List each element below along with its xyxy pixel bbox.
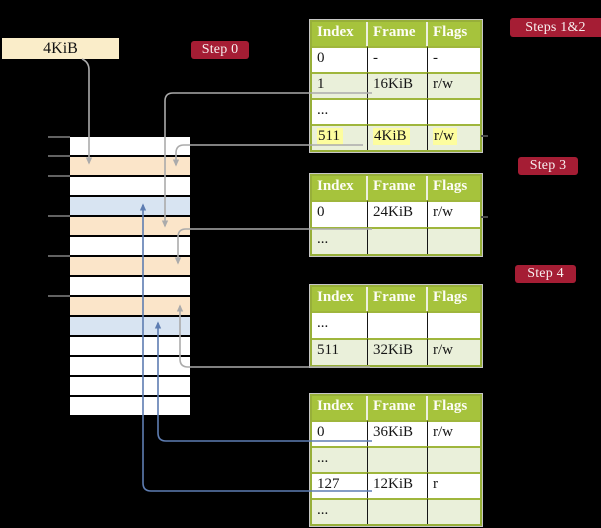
column-header-frame: Frame (368, 287, 428, 311)
memory-row-3-white (70, 177, 190, 195)
frame-size-label: 4KiB (43, 39, 78, 57)
table-cell: ... (312, 446, 368, 472)
column-header-flags: Flags (428, 396, 480, 420)
frame-size-box: 4KiB (2, 38, 119, 59)
column-header-flags: Flags (428, 287, 480, 311)
memory-row-2-peach (70, 157, 190, 175)
highlighted-value: 4KiB (373, 128, 410, 145)
memory-column (70, 137, 190, 415)
badge-step-3: Step 3 (518, 157, 578, 175)
table-cell: 36KiB (368, 420, 428, 446)
table-cell: 12KiB (368, 472, 428, 498)
column-header-index: Index (312, 287, 368, 311)
table-cell: ... (312, 98, 368, 124)
table-cell: r/w (428, 338, 480, 365)
memory-row-5-peach (70, 217, 190, 235)
column-header-index: Index (312, 396, 368, 420)
table-cell (428, 446, 480, 472)
table-cell: r/w (428, 420, 480, 446)
highlighted-value: r/w (433, 128, 457, 145)
memory-row-8-white (70, 277, 190, 295)
memory-row-10-blue (70, 317, 190, 335)
table-cell: 16KiB (368, 72, 428, 98)
table-cell (428, 498, 480, 524)
memory-row-4-blue (70, 197, 190, 215)
table-cell: ... (312, 227, 368, 254)
memory-row-6-white (70, 237, 190, 255)
table-cell: 127 (312, 472, 368, 498)
memory-row-9-peach (70, 297, 190, 315)
memory-row-13-white (70, 377, 190, 395)
table-cell (368, 446, 428, 472)
table-cell (368, 227, 428, 254)
table-cell: 32KiB (368, 338, 428, 365)
table-cell: r/w (428, 124, 480, 150)
memory-row-1-white (70, 137, 190, 155)
column-header-index: Index (312, 22, 368, 46)
column-header-flags: Flags (428, 22, 480, 46)
column-header-flags: Flags (428, 176, 480, 200)
column-header-frame: Frame (368, 176, 428, 200)
badge-step-0: Step 0 (191, 41, 249, 59)
table-cell: 1 (312, 72, 368, 98)
badge-steps-1-2: Steps 1&2 (510, 18, 601, 37)
table-cell (368, 498, 428, 524)
memory-row-11-white (70, 337, 190, 355)
table-cell: 0 (312, 46, 368, 72)
column-header-frame: Frame (368, 22, 428, 46)
table-cell (368, 98, 428, 124)
table-cell: 4KiB (368, 124, 428, 150)
memory-row-7-peach (70, 257, 190, 275)
table-cell: - (428, 46, 480, 72)
column-header-frame: Frame (368, 396, 428, 420)
highlighted-value: 511 (317, 128, 343, 145)
table-cell: 0 (312, 200, 368, 227)
table-cell: r/w (428, 72, 480, 98)
table-cell: r/w (428, 200, 480, 227)
table-cell (428, 98, 480, 124)
table-cell: 511 (312, 338, 368, 365)
column-header-index: Index (312, 176, 368, 200)
table-cell (368, 311, 428, 338)
memory-row-14-white (70, 397, 190, 415)
table-cell: 24KiB (368, 200, 428, 227)
table-cell (428, 227, 480, 254)
table-cell: ... (312, 311, 368, 338)
badge-step-4: Step 4 (515, 265, 576, 283)
table-cell: 0 (312, 420, 368, 446)
table-cell: r (428, 472, 480, 498)
table-cell: ... (312, 498, 368, 524)
table-cell: - (368, 46, 428, 72)
memory-row-12-white (70, 357, 190, 375)
table-cell (428, 311, 480, 338)
table-cell: 511 (312, 124, 368, 150)
address-ticks (48, 136, 70, 297)
